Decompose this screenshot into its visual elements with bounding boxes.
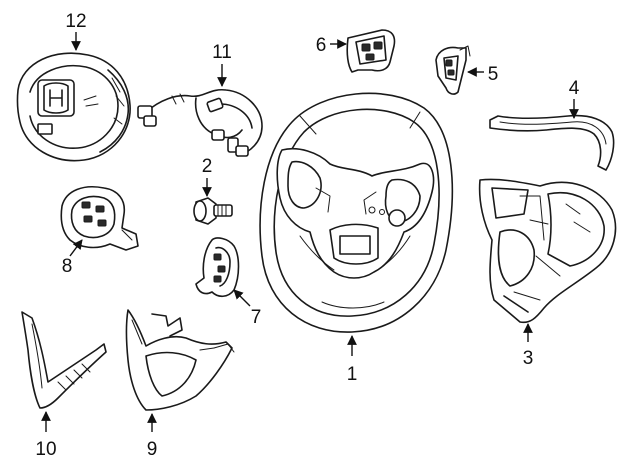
callout-1: 1 — [347, 335, 358, 385]
bolt-part — [193, 197, 233, 225]
callout-11: 11 — [212, 42, 232, 87]
callout-3-label: 3 — [523, 348, 534, 369]
callout-5-label: 5 — [488, 64, 499, 85]
callout-6-label: 6 — [316, 35, 327, 56]
callout-9-label: 9 — [147, 439, 158, 460]
lower-garnish-part — [21, 311, 107, 409]
wire-harness-part — [137, 88, 263, 157]
callout-7-label: 7 — [251, 307, 262, 328]
callout-8-label: 8 — [62, 256, 73, 277]
callout-7: 7 — [233, 289, 262, 328]
callout-8: 8 — [62, 239, 83, 277]
steering-wheel-part — [259, 92, 454, 333]
callout-10: 10 — [35, 411, 57, 460]
driver-airbag-part — [16, 52, 131, 162]
callout-4-label: 4 — [569, 78, 580, 99]
switch-assembly-right-part — [195, 237, 240, 298]
callout-9: 9 — [147, 413, 158, 460]
switch-assembly-left-part — [60, 186, 139, 251]
callout-2: 2 — [202, 156, 213, 197]
lower-cover-part — [125, 309, 235, 411]
trim-garnish-part — [489, 114, 615, 171]
rear-cover-part — [478, 178, 617, 324]
callout-3: 3 — [523, 323, 534, 369]
paddle-shifter-left-part — [346, 29, 396, 73]
paddle-shifter-right-part — [435, 45, 471, 95]
callout-4: 4 — [569, 78, 580, 119]
callout-1-label: 1 — [347, 364, 358, 385]
callout-12-label: 12 — [65, 11, 86, 32]
callout-12: 12 — [65, 11, 87, 51]
callout-2-label: 2 — [202, 156, 213, 177]
callout-5: 5 — [467, 64, 499, 85]
callout-10-label: 10 — [35, 439, 56, 460]
callout-11-label: 11 — [212, 42, 232, 63]
callout-6: 6 — [316, 35, 347, 56]
